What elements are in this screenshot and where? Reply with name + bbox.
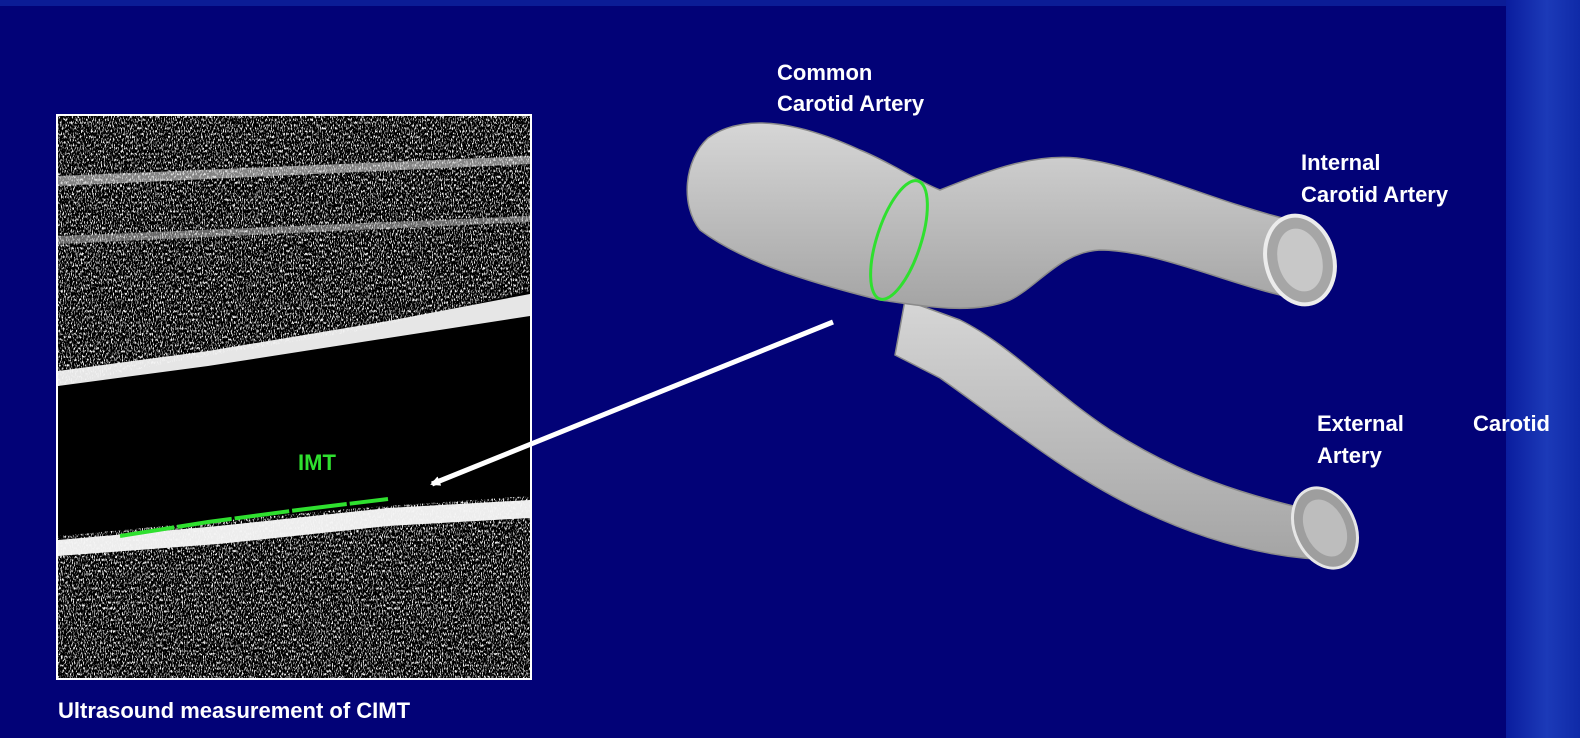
internal-carotid-label-line2: Carotid Artery: [1301, 180, 1448, 210]
internal-carotid-label-line1: Internal: [1301, 148, 1380, 178]
external-carotid-branch: [895, 300, 1342, 560]
external-carotid-label-line1b: Carotid: [1473, 409, 1550, 439]
common-carotid-label-line1: Common: [777, 58, 872, 88]
common-carotid-label-line2: Carotid Artery: [777, 89, 924, 119]
pointer-arrow: [432, 322, 833, 484]
common-internal-carotid: [687, 123, 1305, 308]
external-carotid-label-line1a: External: [1317, 409, 1404, 439]
external-carotid-label-line2: Artery: [1317, 441, 1382, 471]
